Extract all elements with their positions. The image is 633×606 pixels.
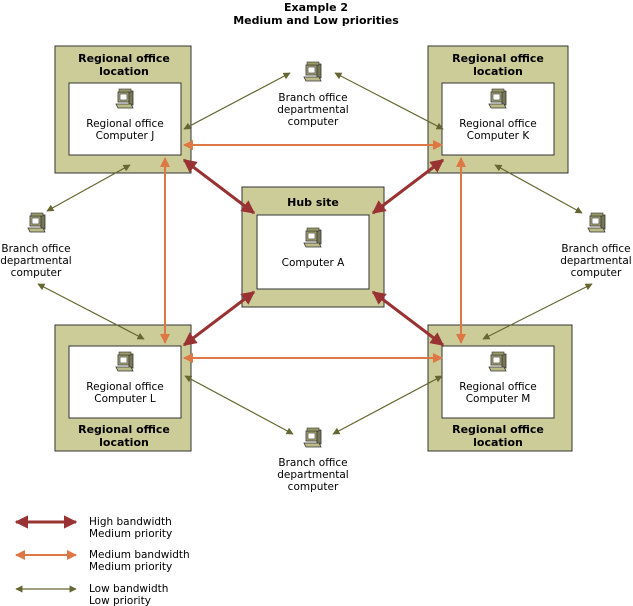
hub-site: Hub site Computer A: [241, 186, 385, 308]
low-link-l-branch-bottom: [184, 375, 294, 435]
branch-bottom-label-3: computer: [288, 481, 339, 493]
regional-office-k-label-2: location: [473, 65, 523, 78]
title-line-2: Medium and Low priorities: [233, 14, 399, 27]
regional-office-m-label-1: Regional office: [452, 423, 544, 436]
legend-high-line-1: High bandwidth: [89, 516, 172, 528]
legend-low-line-2: Low priority: [89, 595, 151, 606]
branch-top-label-1: Branch office: [278, 92, 347, 104]
regional-office-m-site: Regional office Computer M Regional offi…: [427, 324, 573, 452]
computer-k-label-1: Regional office: [459, 118, 536, 130]
branch-left: Branch office departmental computer: [0, 212, 72, 279]
low-link-k-branch-top: [334, 72, 444, 130]
computer-icon: [488, 88, 507, 109]
legend-low-line-1: Low bandwidth: [89, 583, 168, 595]
regional-office-j-site: Regional office location Regional office…: [54, 45, 192, 174]
hub-site-inner: [256, 214, 370, 290]
computer-icon: [303, 227, 322, 248]
regional-office-k-site: Regional office location Regional office…: [427, 45, 569, 174]
branch-left-label-2: departmental: [0, 255, 71, 267]
branch-bottom-label-1: Branch office: [278, 457, 347, 469]
regional-office-m-label-2: location: [473, 436, 523, 449]
low-link-k-branch-right: [494, 164, 583, 214]
high-link-k-hub: [371, 158, 445, 215]
high-link-j-hub: [182, 158, 256, 215]
computer-m-label-2: Computer M: [466, 393, 531, 405]
low-link-m-branch-bottom: [332, 375, 443, 435]
branch-right-label-3: computer: [571, 267, 622, 279]
computer-a-label: Computer A: [282, 257, 346, 269]
computer-icon: [488, 351, 507, 372]
low-link-l-branch-left: [37, 283, 145, 340]
high-link-m-hub: [371, 290, 445, 347]
computer-icon: [115, 351, 134, 372]
regional-office-j-label-2: location: [99, 65, 149, 78]
computer-icon: [303, 427, 322, 448]
regional-office-k-label-1: Regional office: [452, 52, 544, 65]
low-link-m-branch-right: [482, 283, 593, 340]
computer-k-label-2: Computer K: [467, 130, 531, 142]
branch-left-label-3: computer: [11, 267, 62, 279]
legend-medium-line-1: Medium bandwidth: [89, 549, 190, 561]
computer-m-label-1: Regional office: [459, 381, 536, 393]
computer-icon: [27, 212, 46, 233]
regional-office-j-label-1: Regional office: [78, 52, 170, 65]
branch-top: Branch office departmental computer: [277, 61, 349, 128]
computer-j-label-1: Regional office: [86, 118, 163, 130]
branch-right: Branch office departmental computer: [560, 212, 632, 279]
computer-j-label-2: Computer J: [96, 130, 155, 142]
branch-right-label-1: Branch office: [561, 243, 630, 255]
regional-office-l-site: Regional office Computer L Regional offi…: [54, 324, 192, 452]
regional-office-l-label-1: Regional office: [78, 423, 170, 436]
regional-office-l-label-2: location: [99, 436, 149, 449]
legend: High bandwidth Medium priority Medium ba…: [14, 515, 190, 606]
computer-icon: [115, 88, 134, 109]
legend-medium-line-2: Medium priority: [89, 561, 172, 573]
high-link-l-hub: [182, 290, 256, 347]
branch-top-label-3: computer: [288, 116, 339, 128]
computer-l-label-2: Computer L: [94, 393, 156, 405]
branch-bottom: Branch office departmental computer: [277, 427, 349, 493]
low-link-j-branch-top: [183, 72, 291, 130]
branch-right-label-2: departmental: [560, 255, 631, 267]
computer-icon: [587, 212, 606, 233]
hub-site-label: Hub site: [287, 196, 339, 209]
title-line-1: Example 2: [284, 1, 348, 14]
computer-icon: [303, 61, 322, 82]
branch-top-label-2: departmental: [277, 104, 348, 116]
branch-left-label-1: Branch office: [1, 243, 70, 255]
computer-l-label-1: Regional office: [86, 381, 163, 393]
branch-bottom-label-2: departmental: [277, 469, 348, 481]
low-link-j-branch-left: [46, 164, 131, 212]
legend-high-line-2: Medium priority: [89, 528, 172, 540]
